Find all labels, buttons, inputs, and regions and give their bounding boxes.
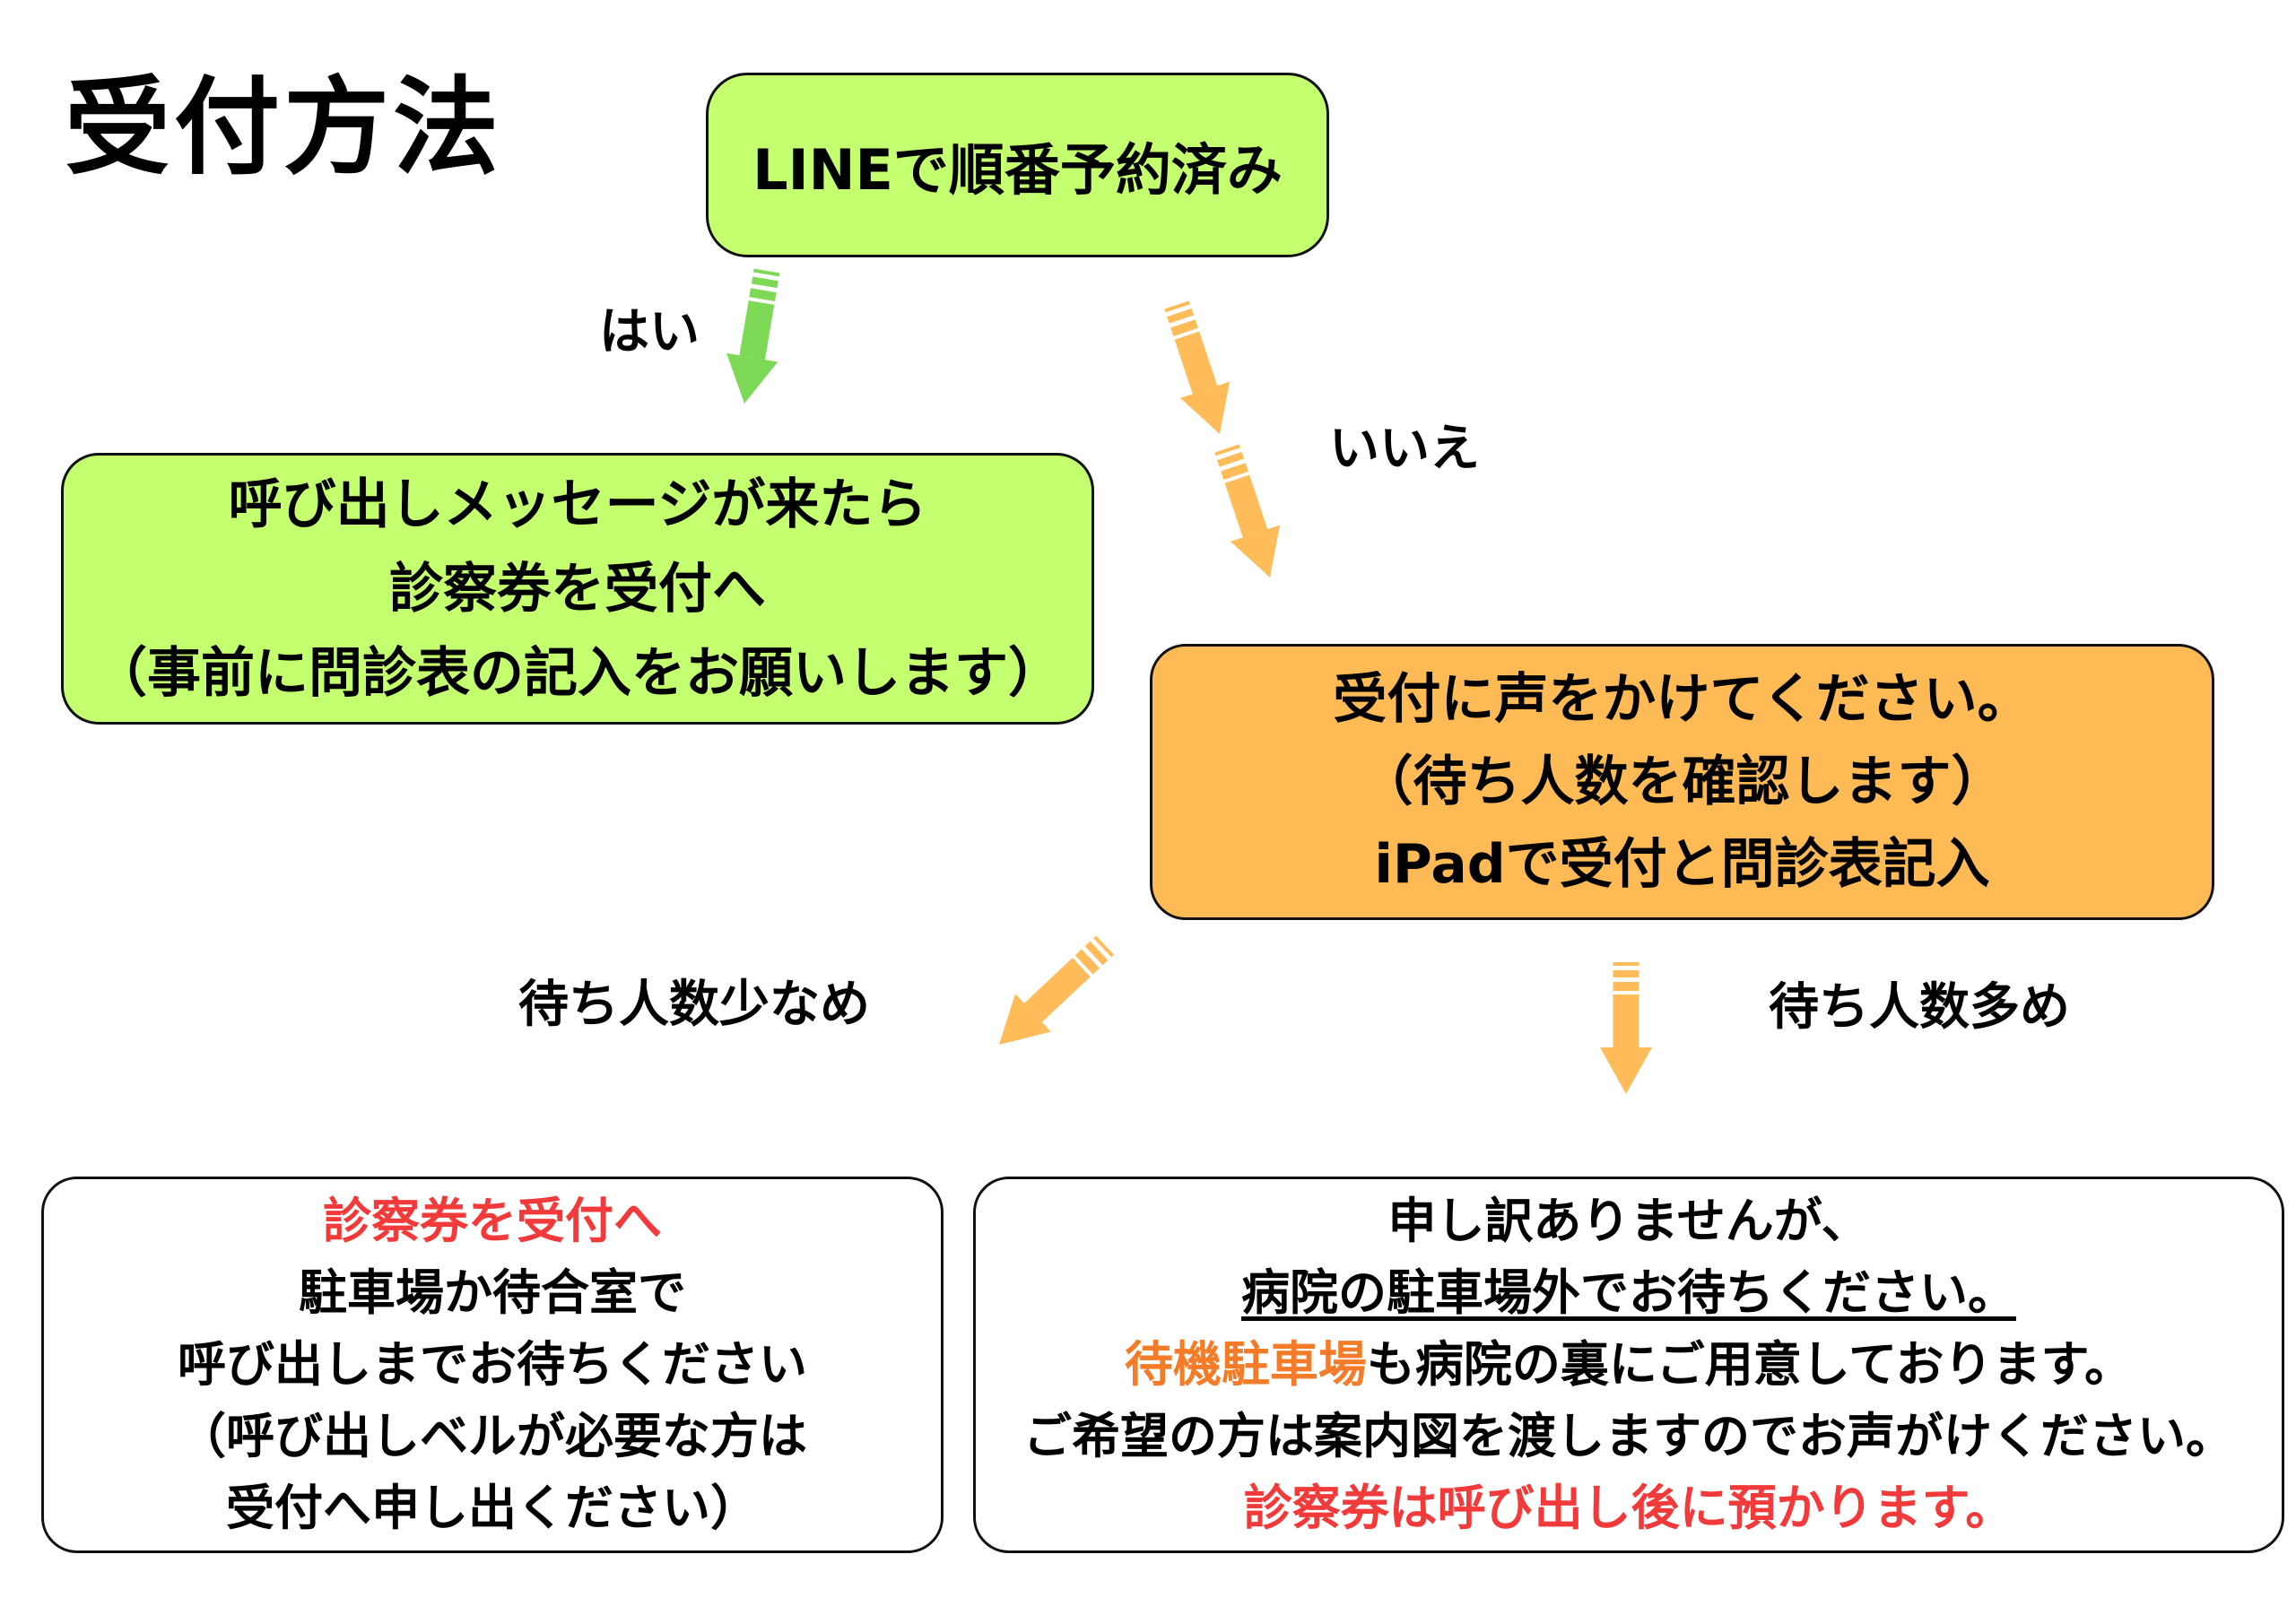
few-arrow-icon xyxy=(999,935,1114,1045)
start-question-text: LINEで順番予約済み xyxy=(752,137,1283,203)
few-line: 駐車場か待合室で xyxy=(299,1264,686,1321)
no-arrow-icon-2 xyxy=(1214,444,1281,578)
many-arrow-icon xyxy=(1600,962,1652,1094)
start-question-box: LINEで順番予約済み xyxy=(706,73,1329,257)
waiting-parking-rest: も病院の裏にご用意しております。 xyxy=(1366,1336,2134,1393)
many-waiting-label: 待ち人数多め xyxy=(1769,978,2070,1037)
many-waiting-box: 申し訳ありませんが、 病院の駐車場外でお待ちください。 待機駐車場も病院の裏にご… xyxy=(973,1177,2284,1553)
no-line: （待ち人数を確認します） xyxy=(1359,751,2005,813)
no-arrow-icon-1 xyxy=(1164,300,1231,434)
few-highlight-line: 診察券を受付へ xyxy=(323,1193,662,1249)
waiting-parking-highlight: 待機駐車場 xyxy=(1124,1336,1367,1393)
few-waiting-box: 診察券を受付へ 駐車場か待合室で 呼び出しまでお待ちください （呼び出しベルが必… xyxy=(41,1177,944,1553)
many-line-card: 診察券は呼び出し後に預かります。 xyxy=(1243,1480,2014,1536)
yes-line: 呼び出しメッセージが来たら xyxy=(228,473,927,536)
yes-result-box: 呼び出しメッセージが来たら 診察券を受付へ （事前に問診表の記入をお願いします） xyxy=(61,453,1094,725)
no-line: iPadで受付と問診表記入 xyxy=(1374,833,1990,896)
yes-arrow-icon xyxy=(726,268,780,404)
few-line: 呼び出しまでお待ちください xyxy=(178,1336,807,1393)
many-line-underlined: 病院の駐車場外でお待ちください。 xyxy=(1241,1264,2016,1321)
few-waiting-label: 待ち人数少なめ xyxy=(518,976,870,1034)
many-line-parking: 待機駐車場も病院の裏にご用意しております。 xyxy=(1125,1329,2133,1401)
page-title: 受付方法 xyxy=(65,65,503,189)
few-line: 受付へ申し出ください） xyxy=(226,1480,759,1536)
yes-branch-label: はい xyxy=(599,303,700,361)
many-line-apology: 申し訳ありませんが、 xyxy=(1387,1193,1870,1249)
no-branch-label: いいえ xyxy=(1329,420,1480,478)
yes-line: （事前に問診表の記入をお願いします） xyxy=(93,641,1062,705)
many-line-map: ご希望の方は案内図を渡しますのでお声がけください。 xyxy=(1023,1408,2234,1464)
no-line: 受付に声をかけてください。 xyxy=(1333,668,2031,731)
yes-line: 診察券を受付へ xyxy=(389,557,766,621)
few-line: （呼び出しベルが必要な方は xyxy=(178,1408,807,1464)
no-result-box: 受付に声をかけてください。 （待ち人数を確認します） iPadで受付と問診表記入 xyxy=(1150,644,2214,920)
